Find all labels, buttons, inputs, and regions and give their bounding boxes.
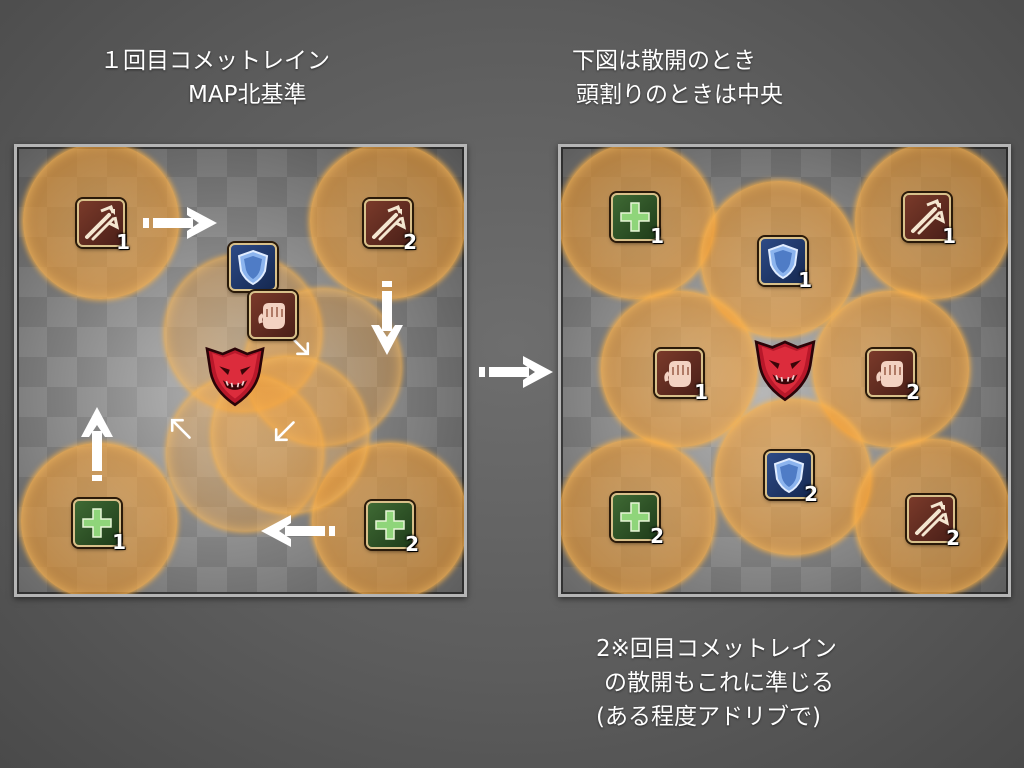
marker-number: 1 xyxy=(112,530,126,554)
right-caption: 下図は散開のとき 頭割りのときは中央 xyxy=(572,44,783,112)
ranged-icon: 1 xyxy=(77,199,130,254)
arrow-left-icon xyxy=(257,511,337,551)
marker-number: 2 xyxy=(405,532,419,556)
left-caption-line1: １回目コメットレイン xyxy=(100,48,330,74)
ranged-icon: 2 xyxy=(364,199,417,254)
arrow-up-icon xyxy=(77,403,117,483)
bottom-caption-line2: の散開もこれに準じる xyxy=(604,670,834,696)
healer-icon: 2 xyxy=(366,501,419,556)
marker-number: 1 xyxy=(650,224,664,248)
ranged-icon: 2 xyxy=(907,495,960,550)
healer-icon: 2 xyxy=(611,493,664,548)
tank-icon xyxy=(229,243,277,291)
small-arrow-icon xyxy=(271,419,297,445)
boss-icon xyxy=(749,333,821,405)
marker-number: 1 xyxy=(116,230,130,254)
left-map-board: 1 2 1 2 xyxy=(14,144,467,597)
right-caption-line1: 下図は散開のとき xyxy=(572,48,756,74)
tank-icon: 1 xyxy=(759,237,812,292)
marker-number: 2 xyxy=(650,524,664,548)
bottom-caption: 2※回目コメットレイン の散開もこれに準じる (ある程度アドリブで) xyxy=(596,632,837,734)
melee-icon: 1 xyxy=(655,349,708,404)
marker-number: 2 xyxy=(946,526,960,550)
marker-number: 2 xyxy=(804,482,818,506)
marker-number: 1 xyxy=(694,380,708,404)
small-arrow-icon xyxy=(167,415,193,441)
marker-number: 1 xyxy=(798,268,812,292)
marker-number: 2 xyxy=(906,380,920,404)
ranged-icon: 1 xyxy=(903,193,956,248)
tank-icon: 2 xyxy=(765,451,818,506)
bottom-caption-line1: 2※回目コメットレイン xyxy=(596,636,837,662)
left-caption: １回目コメットレイン MAP北基準 xyxy=(100,44,330,112)
melee-icon xyxy=(249,291,297,339)
transition-arrow-icon xyxy=(476,352,558,392)
marker-number: 2 xyxy=(403,230,417,254)
healer-icon: 1 xyxy=(611,193,664,248)
left-caption-line2: MAP北基準 xyxy=(188,82,307,108)
right-caption-line2: 頭割りのときは中央 xyxy=(576,82,783,108)
bottom-caption-line3: (ある程度アドリブで) xyxy=(596,704,821,730)
boss-icon xyxy=(200,340,270,410)
arrow-down-icon xyxy=(367,279,407,359)
melee-icon: 2 xyxy=(867,349,920,404)
marker-number: 1 xyxy=(942,224,956,248)
healer-icon: 1 xyxy=(73,499,126,554)
arrow-right-icon xyxy=(141,203,221,243)
right-map-board: 1 1 1 1 2 2 2 2 xyxy=(558,144,1011,597)
